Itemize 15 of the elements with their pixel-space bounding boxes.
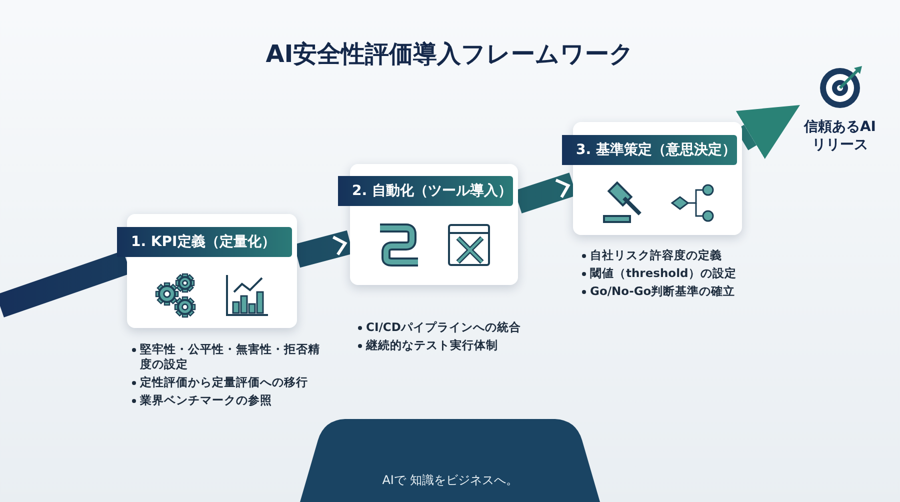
bullet-text: 堅牢性・公平性・無害性・拒否精度の設定 [140, 342, 321, 372]
bullet-text: 定性評価から定量評価への移行 [140, 375, 309, 390]
bullet-text: Go/No-Go判断基準の確立 [590, 284, 736, 299]
bullet-text: 自社リスク許容度の定義 [590, 248, 723, 263]
tagline: AIで 知識をビジネスへ。 [381, 472, 519, 489]
arrow [736, 105, 800, 159]
step-header: 1. KPI定義（定量化） [117, 227, 292, 257]
bullet-text: 閾値（threshold）の設定 [590, 266, 738, 281]
step-header: 3. 基準策定（意思決定） [562, 135, 737, 165]
bullet-text: 業界ベンチマークの参照 [140, 393, 273, 408]
bullet-text: 継続的なテスト実行体制 [366, 338, 499, 353]
bullet-text: CI/CDパイプラインへの統合 [366, 320, 522, 335]
goal-label: 信頼あるAIリリース [802, 118, 878, 154]
title: AI安全性評価導入フレームワーク [264, 39, 636, 70]
step-header: 2. 自動化（ツール導入） [338, 176, 513, 206]
